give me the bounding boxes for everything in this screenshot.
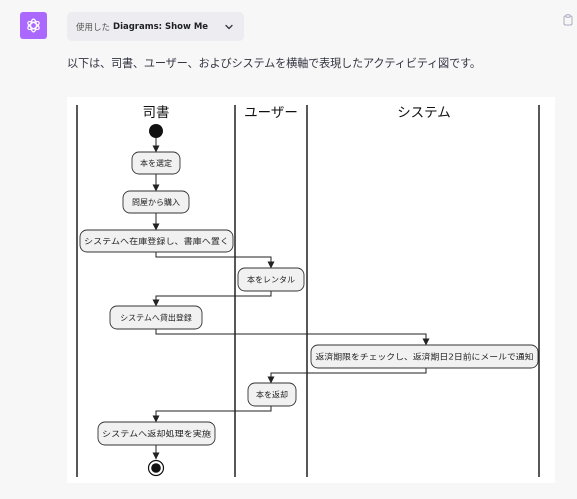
activity-label: システムへ返却処理を実施: [102, 429, 211, 439]
lane-title-librarian: 司書: [143, 105, 170, 121]
activity-register-stock: [79, 229, 234, 253]
assistant-message: 以下は、司書、ユーザー、およびシステムを横軸で表現したアクティビティ図です。: [67, 57, 481, 70]
activity-register-loan: [109, 305, 203, 330]
activity-purchase: [122, 190, 190, 214]
activity-label: 本をレンタル: [247, 275, 295, 285]
activity-select-book: [131, 151, 181, 175]
activity-label: 本を返却: [256, 390, 288, 400]
openai-logo-icon: [27, 18, 40, 33]
flow-connectors: [152, 138, 430, 460]
activity-label: 返済期限をチェックし、返済期日2日前にメールで通知: [316, 352, 534, 362]
assistant-avatar: [20, 12, 47, 39]
activity-label: システムへ在庫登録し、書庫へ置く: [84, 236, 229, 246]
swimlane-dividers: [76, 105, 540, 477]
plugin-prefix: 使用した: [76, 22, 111, 33]
activity-check-due: [310, 344, 539, 369]
activity-label: システムへ貸出登録: [120, 313, 192, 323]
activity-return-book: [247, 382, 297, 407]
activity-diagram-svg: 司書 ユーザー システム 本を選定: [76, 105, 540, 477]
chevron-down-icon: [224, 22, 234, 32]
plugin-name: Diagrams: Show Me: [113, 21, 209, 32]
lane-title-user: ユーザー: [244, 105, 298, 121]
activity-process-return: [97, 421, 216, 446]
end-node: [147, 459, 165, 477]
activity-diagram: 司書 ユーザー システム 本を選定: [67, 97, 555, 483]
activity-rent-book: [237, 267, 305, 292]
activity-label: 本を選定: [140, 158, 172, 168]
plugin-used-dropdown[interactable]: 使用した Diagrams: Show Me: [67, 12, 244, 41]
lane-title-system: システム: [397, 105, 451, 121]
clipboard-icon[interactable]: [563, 14, 573, 26]
activity-label: 問屋から購入: [132, 197, 180, 207]
start-node: [149, 124, 163, 138]
